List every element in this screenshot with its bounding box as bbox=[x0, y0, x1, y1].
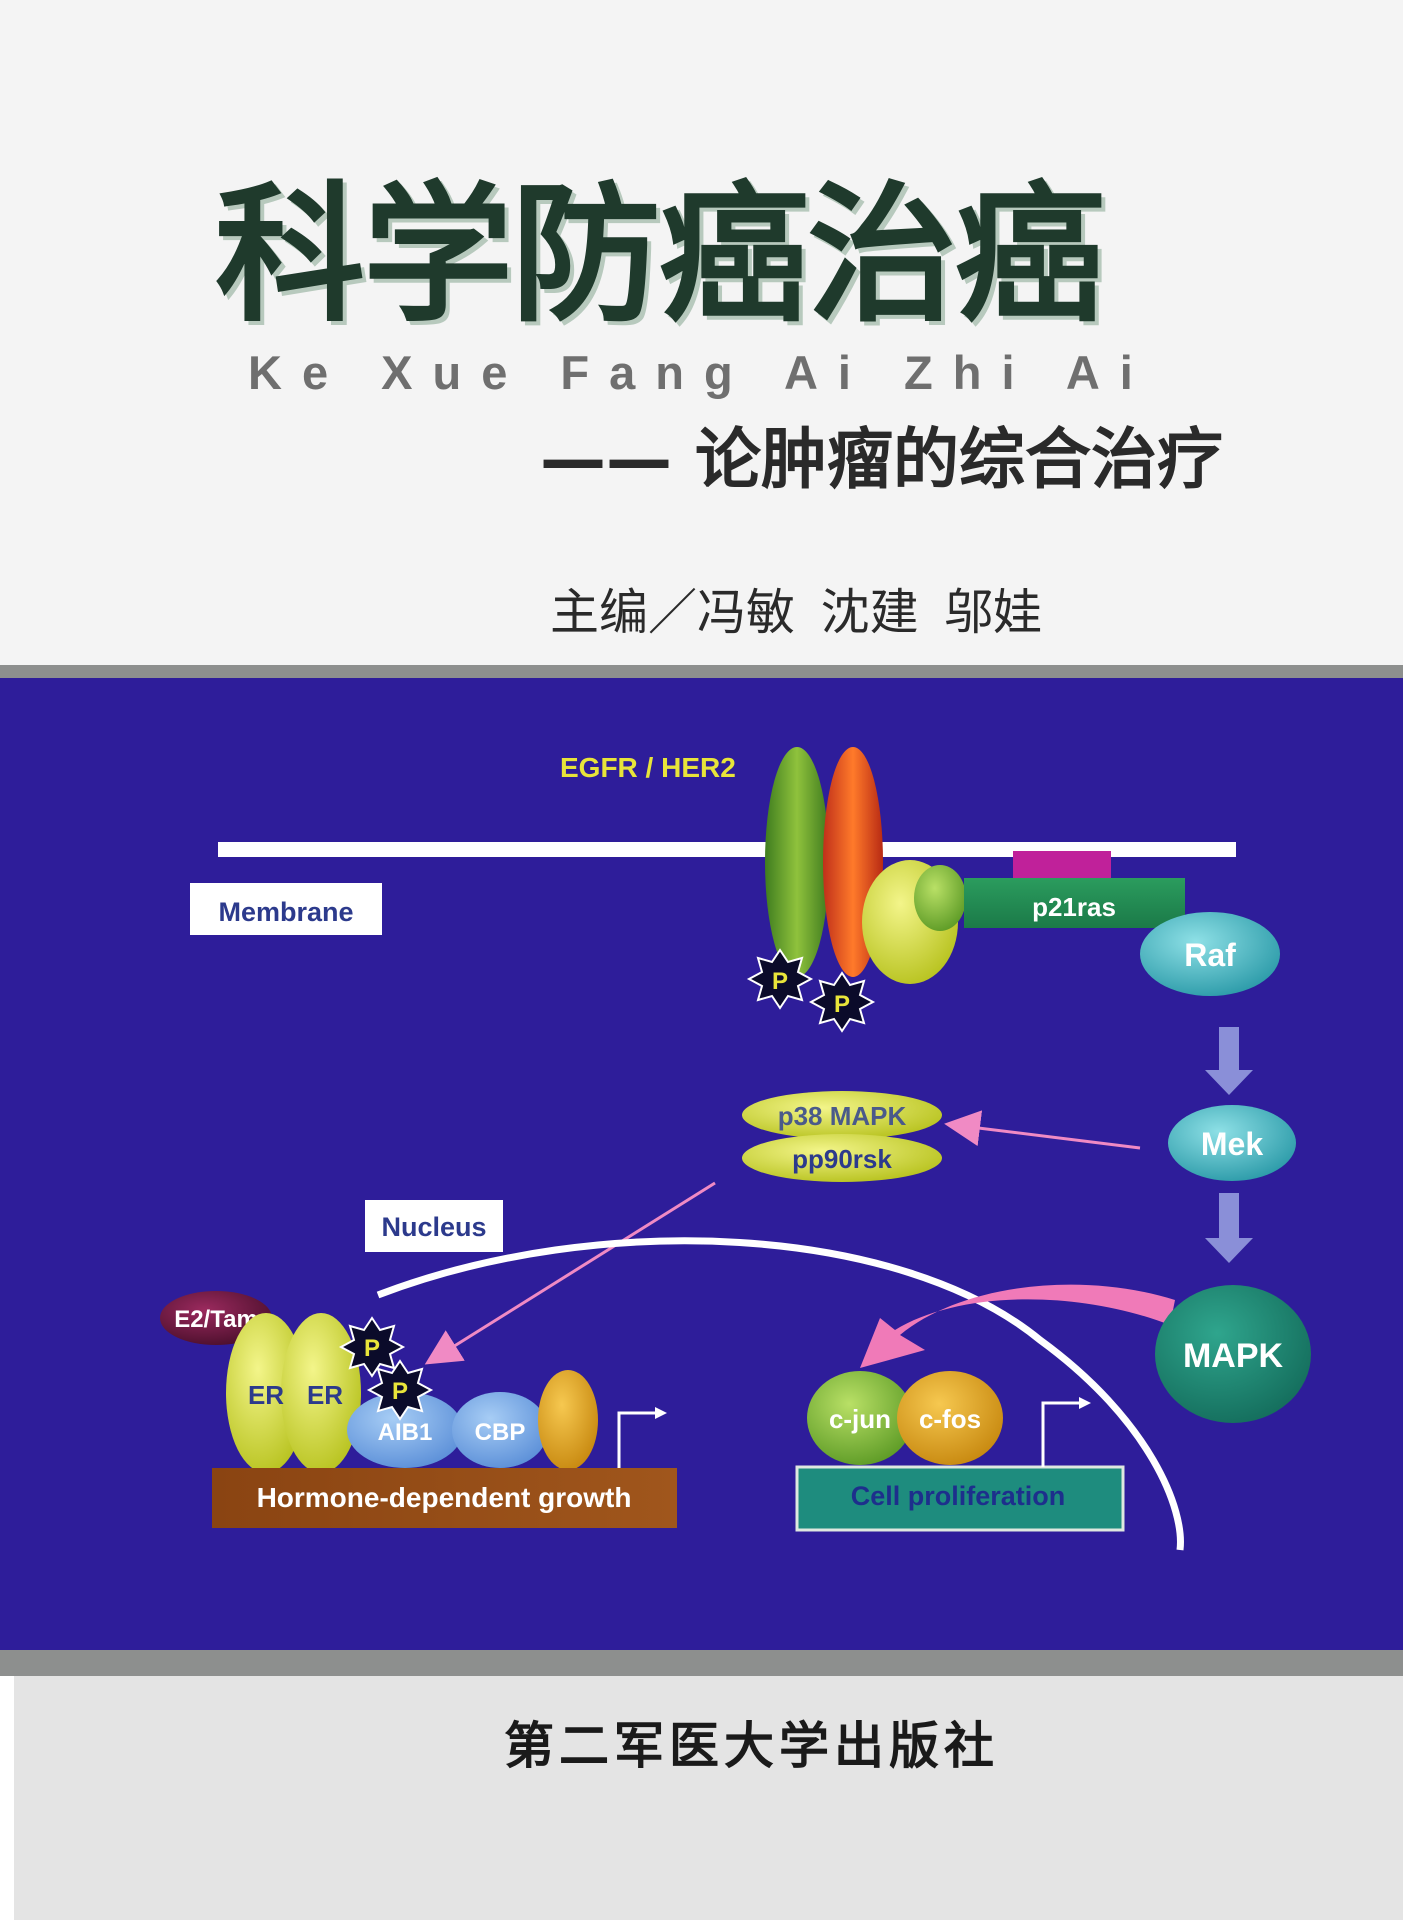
nucleus-label: Nucleus bbox=[381, 1212, 486, 1242]
phospho-star-1: P bbox=[746, 948, 814, 1010]
er-node-1 bbox=[226, 1313, 306, 1473]
egfr-label: EGFR / HER2 bbox=[560, 752, 736, 783]
er-label-1: ER bbox=[248, 1380, 284, 1410]
er-node-2 bbox=[281, 1313, 361, 1473]
egfr-receptor bbox=[765, 747, 829, 977]
mek-node bbox=[1168, 1105, 1296, 1181]
phospho-label: P bbox=[834, 991, 850, 1018]
nucleus-label-box bbox=[365, 1200, 503, 1252]
mapk-node bbox=[1155, 1285, 1311, 1423]
raf-label: Raf bbox=[1184, 937, 1236, 973]
cbp-node bbox=[452, 1392, 548, 1468]
cjun-label: c-jun bbox=[829, 1404, 891, 1434]
publisher-name: 第二军医大学出版社 bbox=[504, 1716, 999, 1775]
aib1-node bbox=[347, 1392, 463, 1468]
signaling-diagram: Membrane EGFR / HER2 P P p21ras Raf Mek bbox=[160, 747, 1311, 1551]
phospho-star-3: P bbox=[338, 1316, 406, 1378]
editors-line: 主编／冯敏 沈建 邬娃 bbox=[550, 584, 1043, 641]
arrow-mek-to-mapk bbox=[1205, 1193, 1253, 1263]
c-fos-node bbox=[897, 1371, 1003, 1465]
diagram-panel: Membrane EGFR / HER2 P P p21ras Raf Mek bbox=[0, 678, 1403, 1650]
phospho-label: P bbox=[392, 1378, 408, 1405]
phospho-star-4: P bbox=[366, 1359, 434, 1421]
bottom-divider-band bbox=[0, 1650, 1403, 1676]
arrow-mapk-to-ap1 bbox=[860, 1284, 1175, 1368]
phospho-star-2: P bbox=[808, 971, 876, 1033]
arrow-mek-to-p38 bbox=[944, 1110, 1141, 1150]
p21ras-box bbox=[964, 878, 1185, 928]
arrow-raf-to-mek bbox=[1205, 1027, 1253, 1095]
cell-proliferation-box bbox=[795, 1465, 1125, 1532]
mapk-label: MAPK bbox=[1183, 1337, 1284, 1375]
p38-label: p38 MAPK bbox=[778, 1101, 907, 1131]
cfos-label: c-fos bbox=[919, 1404, 981, 1434]
arrowhead-2 bbox=[1079, 1397, 1091, 1409]
transcription-start-arrow-2 bbox=[1041, 1401, 1083, 1467]
arrow-p38-to-er bbox=[424, 1181, 716, 1365]
farnesyl-anchor bbox=[1013, 851, 1111, 878]
mek-label: Mek bbox=[1201, 1126, 1263, 1162]
raf-node bbox=[1140, 912, 1280, 996]
transcription-start-arrow-1 bbox=[617, 1411, 660, 1468]
pp90rsk-node bbox=[742, 1134, 942, 1182]
footer-area bbox=[0, 1676, 1403, 1920]
cell-label: Cell proliferation bbox=[851, 1481, 1066, 1511]
membrane-line bbox=[218, 842, 1236, 857]
hormone-growth-box bbox=[212, 1468, 677, 1528]
nuclear-envelope bbox=[376, 1237, 1184, 1551]
book-title-pinyin: Ke Xue Fang Ai Zhi Ai bbox=[248, 346, 1153, 399]
er-label-2: ER bbox=[307, 1380, 343, 1410]
c-jun-node bbox=[807, 1371, 913, 1465]
p21ras-label: p21ras bbox=[1032, 892, 1116, 922]
phospho-label: P bbox=[772, 968, 788, 995]
left-spine-strip bbox=[0, 1676, 14, 1920]
book-title: 科学防癌治癌 bbox=[215, 167, 1105, 343]
hormone-label: Hormone-dependent growth bbox=[257, 1482, 632, 1513]
phospho-label: P bbox=[364, 1335, 380, 1362]
p38-mapk-node bbox=[742, 1091, 942, 1139]
book-subtitle: —— 论肿瘤的综合治疗 bbox=[540, 421, 1223, 498]
membrane-label: Membrane bbox=[218, 897, 353, 927]
membrane-label-box bbox=[190, 883, 382, 935]
sos-protein bbox=[914, 865, 966, 931]
cbp-label: CBP bbox=[475, 1419, 526, 1446]
cofactor-node bbox=[538, 1370, 598, 1470]
pp90-label: pp90rsk bbox=[792, 1144, 892, 1174]
top-divider-band bbox=[0, 665, 1403, 678]
arrowhead-1 bbox=[655, 1407, 667, 1419]
aib1-label: AIB1 bbox=[378, 1419, 433, 1446]
